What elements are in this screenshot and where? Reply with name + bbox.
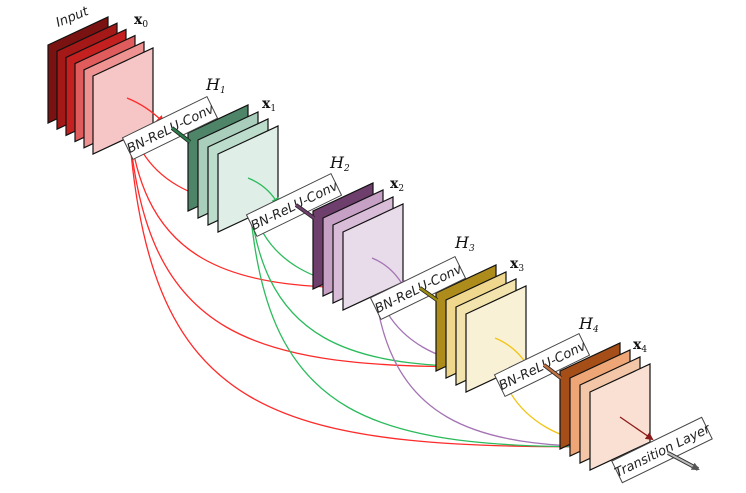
stack-h4 <box>559 342 651 471</box>
op-connector-fill-1 <box>171 127 191 143</box>
op-connector-fill-4 <box>543 364 562 379</box>
h3-label: H3 <box>454 233 475 254</box>
x4-to-transition-arrow <box>619 416 654 441</box>
h2-label: H2 <box>329 153 350 174</box>
stack-input <box>47 16 154 155</box>
output-arrows <box>170 126 700 471</box>
op-connector-fill-2 <box>295 204 315 219</box>
h4-label: H4 <box>578 314 599 335</box>
block-h1-labels: H1 x1 <box>205 75 276 114</box>
x4-label: x4 <box>633 337 647 355</box>
x3-label: x3 <box>510 256 524 274</box>
stack-h1 <box>187 104 279 233</box>
feature-map-stacks <box>47 16 651 471</box>
x0-label: x0 <box>134 12 148 30</box>
h1-label: H1 <box>205 75 226 96</box>
x2-label: x2 <box>390 176 404 194</box>
block-h3-labels: H3 x3 <box>454 233 524 274</box>
block-h2-labels: H2 x2 <box>329 153 404 194</box>
output-arrow <box>667 452 700 470</box>
connection-x0-to-h4 <box>126 97 530 371</box>
x1-label: x1 <box>262 96 276 114</box>
op-connector-fill-3 <box>419 287 438 301</box>
connection-x0-to-transition <box>126 97 654 451</box>
connection-x1-to-transition <box>247 177 654 451</box>
stack-h2 <box>312 182 404 311</box>
block-h4-labels: H4 x4 <box>578 314 647 355</box>
dense-connections <box>126 97 654 451</box>
